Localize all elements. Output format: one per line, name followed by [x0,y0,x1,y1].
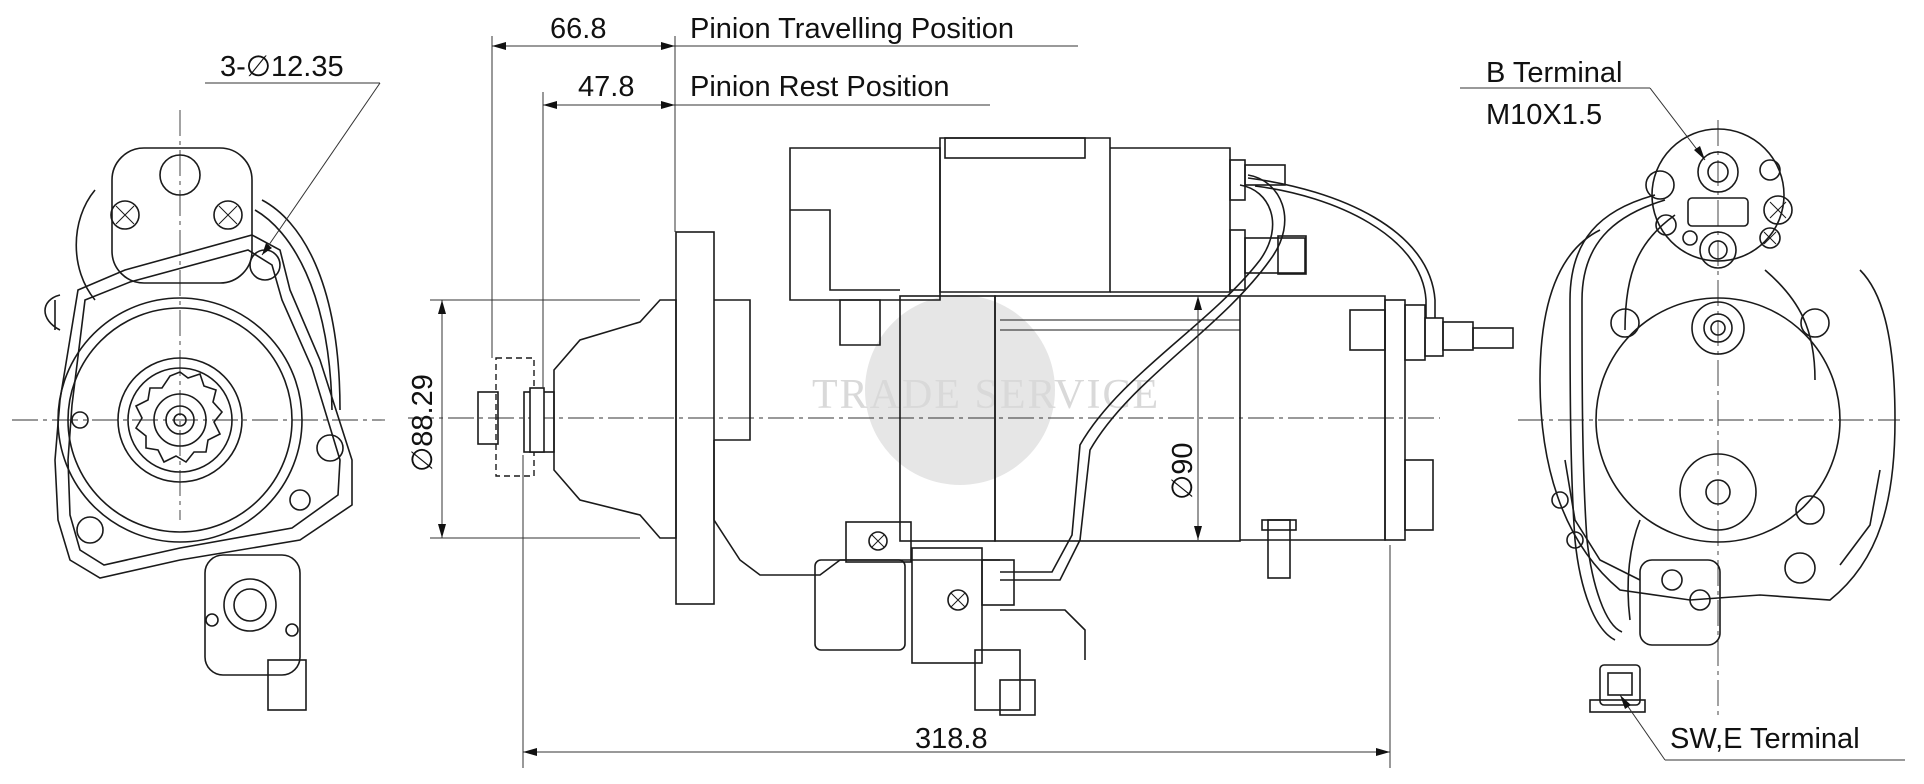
mount-holes-label: 3-∅12.35 [220,51,344,83]
b-terminal-thread-label: M10X1.5 [1486,99,1602,131]
dim-overall-length-value: 318.8 [915,723,988,755]
mount-holes-callout: 3-∅12.35 [205,51,381,256]
pinion-rest-label: Pinion Rest Position [690,71,950,103]
dim-pinion-travel: 66.8 Pinion Travelling Position [491,13,1078,358]
dim-pinion-rest: 47.8 Pinion Rest Position [542,71,990,388]
side-view [408,137,1514,716]
watermark: TRADE SERVICE [812,295,1160,485]
dim-pilot-diameter-value: ∅88.29 [407,374,439,472]
sw-e-terminal-callout: SW,E Terminal [1619,694,1905,761]
b-terminal-callout: B Terminal M10X1.5 [1460,57,1706,161]
sw-e-terminal-label: SW,E Terminal [1670,723,1860,755]
pinion-travelling-label: Pinion Travelling Position [690,13,1014,45]
dim-overall-length: 318.8 [522,455,1391,768]
dim-pinion-rest-value: 47.8 [578,71,634,103]
b-terminal-label: B Terminal [1486,57,1622,89]
dim-pinion-travel-value: 66.8 [550,13,606,45]
dim-pilot-diameter: ∅88.29 [407,299,640,539]
dim-body-diameter: ∅90 [1167,296,1202,540]
right-end-view [1518,120,1900,720]
dim-body-diameter-value: ∅90 [1167,442,1199,500]
left-end-view [12,110,385,711]
watermark-text: TRADE SERVICE [812,372,1160,418]
